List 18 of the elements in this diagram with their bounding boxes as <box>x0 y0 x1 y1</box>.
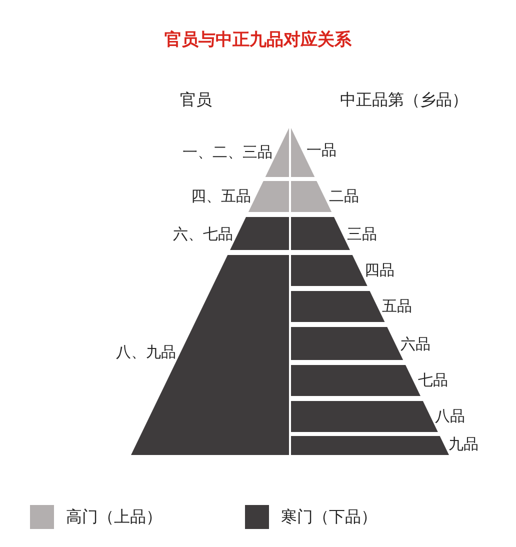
tier-label: 七品 <box>418 370 448 390</box>
tier-label: 一品 <box>306 140 337 160</box>
tier-label: 五品 <box>382 296 412 316</box>
legend-label: 高门（上品） <box>66 507 162 527</box>
tier-label: 八品 <box>435 406 466 426</box>
legend-label: 寒门（下品） <box>281 507 377 527</box>
tier-label: 六品 <box>400 334 430 354</box>
tier-label: 三品 <box>347 224 378 244</box>
diagram-title: 官员与中正九品对应关系 <box>164 30 352 50</box>
tier-label: 六、七品 <box>172 224 233 244</box>
tier-label: 二品 <box>328 186 359 206</box>
tier-label: 九品 <box>448 434 479 454</box>
tier-label: 四、五品 <box>191 186 252 206</box>
column-header: 官员 <box>180 90 212 110</box>
tier-label: 一、二、三品 <box>182 142 272 162</box>
tier-label: 四品 <box>364 260 395 280</box>
tier-label: 八、九品 <box>116 342 176 362</box>
column-header: 中正品第（乡品） <box>340 90 468 110</box>
